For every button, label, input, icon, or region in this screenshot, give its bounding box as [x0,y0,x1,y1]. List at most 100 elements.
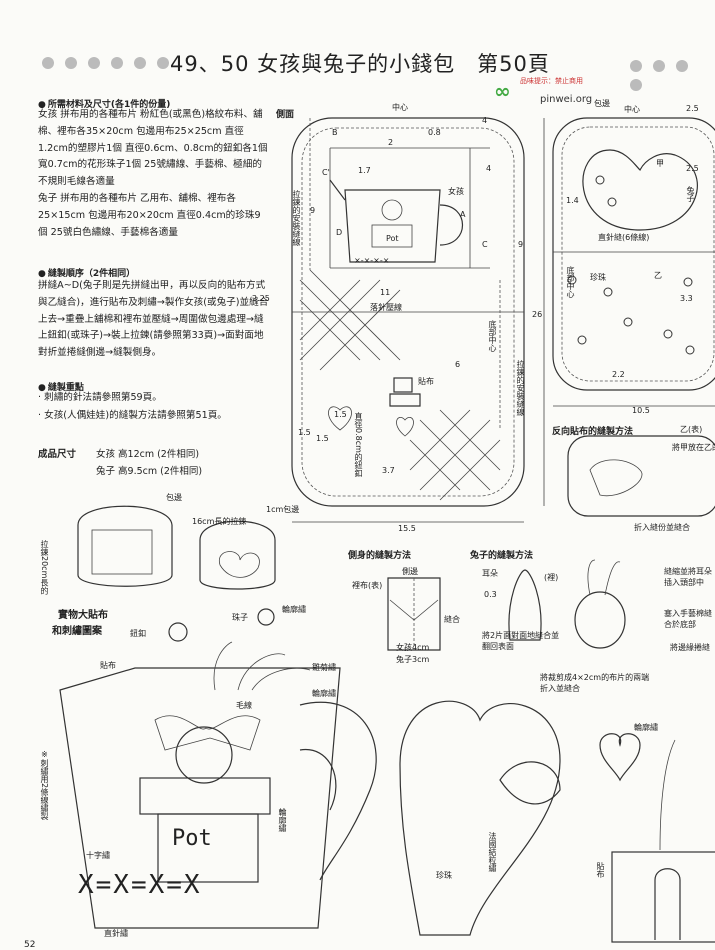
fs-straight-label: 直針繡 [104,929,128,938]
girl-zipper-line-label-right: 拉鍊的安裝縫線 [516,360,525,416]
rabbit-purse-outline [552,117,715,391]
rabbit-method-heading: 兔子的縫製方法 [470,551,534,561]
button-label: 直徑0.8cm的鈕釦 [354,412,363,477]
fs-applique-label: 貼布 [100,661,116,670]
rabbit-binding-line [561,126,715,382]
side-method-seam: 縫合 [444,615,460,624]
bead-applique [257,608,275,626]
heart-icon-2 [396,417,414,437]
rabbit-bottom-center-label: 底部中心 [566,266,575,298]
button-applique [168,622,188,642]
size-girl: 女孩 高12cm (2件相同) [96,449,200,460]
rabbit-method-note: 將2片面對面地縫合並翻回表面 [482,631,560,651]
rabbit-label-b: 乙 [654,271,662,280]
size-heading: 成品尺寸 [38,449,77,460]
girl-label: 女孩 [448,187,464,196]
rabbit-dim-25: 2.5 [686,104,699,113]
rabbit-binding-label: 包邊 [594,99,610,108]
girl-bottom-center-label: 底部中心 [488,320,497,352]
girl-center-label: 中心 [392,103,408,112]
fs-pot-text: Pot [172,826,212,851]
dim-6: 6 [455,360,461,369]
rabbit-label-a: 甲 [656,159,664,168]
girl-watering-can-handle [439,204,464,246]
logo-mark: ∞ [494,79,511,103]
rabbit-quilt-line-label: 直針縫(6條線) [598,233,650,242]
rabbit-method-stuff3: 將邊緣捲縫 [670,643,710,652]
small-purse-girl-panel [91,529,153,575]
points-item-1: · 刺繡的針法請參照第59頁。 [38,392,162,403]
side-method-side: 側邊 [402,567,418,576]
steps-text: 拼縫A~D(兔子則是先拼縫出甲，再以反向的貼布方式與乙縫合)，進行貼布及刺繡→製… [38,280,269,359]
fs-bead-label: 珠子 [232,613,248,622]
small-pot-applique [611,851,715,943]
applique-label: 貼布 [418,377,434,386]
label-Cp: C' [322,168,330,177]
heart-icon [328,406,352,431]
dim-15c: 1.5 [316,434,329,443]
quilt-line-label: 落針壓線 [370,303,402,312]
fs-french-label: 法國結粒繡 [488,832,497,872]
dim-155: 15.5 [398,524,416,533]
girl-watering-can [344,189,441,263]
source-logo: pinwei.org [540,94,593,105]
label-A: A [460,210,466,219]
dim-4b: 4 [486,164,492,173]
decorative-dots-right [630,57,715,95]
small-purse-rabbit [199,520,276,590]
rabbit-heart-panel [582,149,698,231]
dim-9-right: 9 [518,240,524,249]
reverse-applique-heading: 反向貼布的縫製方法 [552,427,634,437]
label-B: B [332,128,338,137]
side-method-corner [389,599,439,621]
label-C: C [482,240,488,249]
rabbit-ears-sketch [587,559,621,596]
side-method-panel [387,577,441,651]
girl-quilting-grid [299,269,501,501]
dim-15b: 1.5 [298,428,311,437]
rabbit-dim-14: 1.4 [566,196,579,205]
small-purse-heart [219,551,260,578]
fs-cross-row: X=X=X=X [78,870,202,900]
flower-stems [213,641,311,691]
rabbit-method-stuff2: 塞入手藝棉縫合於底部 [664,609,712,629]
dim-4: 4 [482,116,488,125]
dim-37: 3.7 [382,466,395,475]
side-method-heading: 側身的縫製方法 [348,551,412,561]
fs-outline2-label: 輪廓繡 [312,689,336,698]
decorative-dots-left [42,54,180,73]
rabbit-method-03: 0.3 [484,590,497,599]
small-purse-girl [77,505,173,587]
rabbit-method-ear: 耳朵 [482,569,498,578]
fs-cross-label: 十字繡 [86,851,110,860]
small-zipper-side-label: 拉鍊20cm長的 [40,540,49,595]
cross-row-label: ×-×-×-× [354,256,390,265]
rabbit-method-back: (裡) [544,573,559,582]
reverse-applique-panel [567,435,715,517]
fs-applique2-label: 貼布 [596,862,605,878]
rabbit-ear-pattern [508,569,542,641]
rabbit-dim-105: 10.5 [632,406,650,415]
side-method-rabbit: 兔子3cm [396,655,430,664]
rabbit-dim-22: 2.2 [612,370,625,379]
small-pot-door [654,868,681,940]
dim-08: 0.8 [428,128,441,137]
side-label: 側面 [276,110,295,120]
girl-pot [371,224,413,248]
reverse-note-1: 將甲放在乙的下方 [672,443,715,452]
rabbit-center-label: 中心 [624,105,640,114]
fs-pearl-label: 珍珠 [436,871,452,880]
reverse-b-label: 乙(表) [680,425,703,434]
small-binding-label: 包邊 [166,493,182,502]
watering-can-handle-applique [299,701,377,881]
heart-icon-3 [599,733,641,782]
fs-outline4-label: 輪廓繡 [634,723,658,732]
dim-2: 2 [388,138,394,147]
fs-button-label: 鈕釦 [130,629,146,638]
fs-daisy-label: 雛菊繡 [312,663,336,672]
fs-outline-label: 輪廓繡 [282,605,306,614]
girl-face-applique [175,726,233,784]
steps-heading: 縫製順序（2件相同） [38,266,135,279]
watering-can-applique [59,667,341,929]
small-zipper-label: 16cm長的拉鍊 [192,517,247,526]
